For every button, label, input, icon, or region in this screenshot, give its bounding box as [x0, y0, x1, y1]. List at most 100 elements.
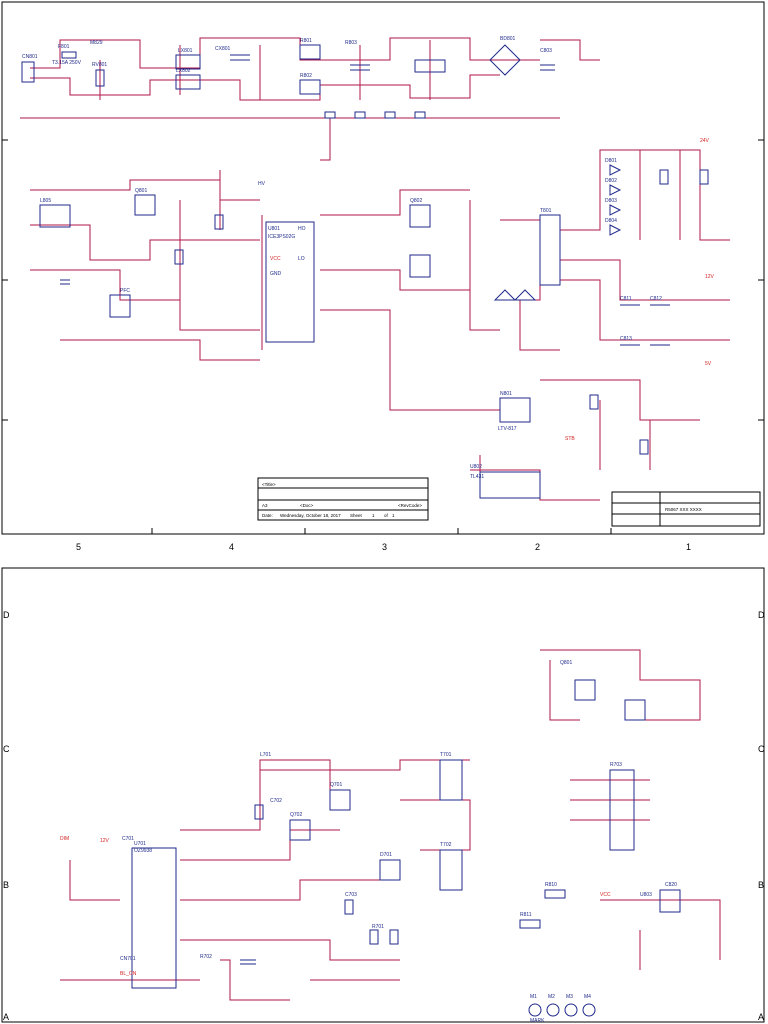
upper-component-label: C803 [540, 48, 552, 54]
row-label-b-left: B [3, 880, 9, 890]
col-label-5: 5 [76, 542, 81, 552]
connector [609, 769, 635, 851]
col-label-1: 1 [686, 542, 691, 552]
lower-component-label: R810 [545, 882, 557, 888]
upper-component-label: U801 [268, 226, 280, 232]
upper-component-label: D801 [605, 158, 617, 164]
tb-rev: <RevCode> [398, 503, 422, 508]
row-label-d-left: D [3, 610, 10, 620]
title-block [257, 477, 761, 527]
transformer-1 [439, 759, 463, 801]
lower-component-label: U803 [640, 892, 652, 898]
upper-component-label: HV [258, 181, 266, 187]
upper-component-label: CX801 [215, 46, 231, 52]
upper-component-label: VCC [270, 256, 281, 262]
upper-component-label: C813 [620, 336, 632, 342]
upper-component-label: LO [298, 256, 305, 262]
lower-component-label: Q702 [290, 812, 302, 818]
upper-component-label: R803 [345, 40, 357, 46]
lower-component-label: BL_ON [120, 971, 137, 977]
upper-component-label: LTV-817 [498, 426, 517, 432]
upper-component-label: D803 [605, 198, 617, 204]
inverter-wiring [60, 759, 471, 1001]
upper-component-label: GND [270, 271, 282, 277]
upper-component-label: T801 [540, 208, 552, 214]
tb-doc: <Doc> [300, 503, 314, 508]
standby-box [479, 471, 541, 499]
lower-frame [1, 567, 765, 1023]
lower-component-label: M1 [530, 994, 537, 1000]
upper-frame [1, 1, 765, 535]
upper-component-label: LX802 [176, 68, 191, 74]
lower-component-label: DIM [60, 836, 69, 842]
upper-component-label: CN801 [22, 54, 38, 60]
lower-component-label: C701 [122, 836, 134, 842]
upper-component-label: D802 [605, 178, 617, 184]
upper-ticks [2, 139, 764, 534]
transformer-2 [439, 849, 463, 891]
tb-date: Wednesday, October 18, 2017 [280, 513, 341, 518]
row-label-b-right: B [758, 880, 764, 890]
lower-component-label: M2 [548, 994, 555, 1000]
pfc-parts [39, 194, 431, 343]
lower-component-label: OZ9938 [134, 848, 152, 854]
upper-component-label: BD801 [500, 36, 516, 42]
upper-component-label: Q801 [135, 188, 147, 194]
mains-input-parts [21, 44, 555, 119]
upper-component-label: M829 [90, 40, 103, 46]
lower-component-label: M4 [584, 994, 591, 1000]
upper-component-label: RV801 [92, 62, 107, 68]
lower-component-label: T701 [440, 752, 452, 758]
lower-component-label: Q701 [330, 782, 342, 788]
upper-component-label: Q802 [410, 198, 422, 204]
lower-component-label: U701 [134, 841, 146, 847]
upper-component-label: R802 [300, 73, 312, 79]
upper-component-label: PFC [120, 288, 130, 294]
row-label-a-left: A [3, 1012, 9, 1022]
tb-size: A3 [262, 503, 268, 508]
upper-component-label: TL431 [470, 474, 484, 480]
lower-component-label: 12V [100, 838, 110, 844]
lower-component-label: R702 [200, 954, 212, 960]
tb-of-value: 1 [392, 513, 395, 518]
tb-sheet-label: Sheet [350, 513, 363, 518]
secondary-parts [493, 164, 709, 455]
lower-component-label: C703 [345, 892, 357, 898]
lower-component-label: Q801 [560, 660, 572, 666]
col-label-4: 4 [229, 542, 234, 552]
tb-sheet-value: 1 [372, 513, 375, 518]
row-label-d-right: D [758, 610, 765, 620]
lower-component-label: VCC [600, 892, 611, 898]
upper-component-label: C812 [650, 296, 662, 302]
lower-component-label: R701 [372, 924, 384, 930]
upper-component-label: D804 [605, 218, 617, 224]
mains-input-wiring [20, 37, 600, 161]
inverter-parts [131, 759, 463, 989]
main-transformer [539, 214, 561, 286]
lower-component-label: C702 [270, 798, 282, 804]
lower-component-label: CN701 [120, 956, 136, 962]
upper-component-label: 24V [700, 138, 710, 144]
lower-component-label: R703 [610, 762, 622, 768]
lower-component-label: L701 [260, 752, 271, 758]
lower-component-label: MARK [530, 1018, 545, 1024]
tb-of-label: of [384, 513, 389, 518]
upper-component-label: STB [565, 436, 575, 442]
row-label-a-right: A [758, 1012, 764, 1022]
tb-date-label: Date: [262, 513, 273, 518]
upper-component-label: ICE3PS02G [268, 234, 295, 240]
lower-component-label: M3 [566, 994, 573, 1000]
switch-parts [519, 679, 681, 1017]
upper-component-label: LX801 [178, 48, 193, 54]
upper-component-label: T3.15A 250V [52, 60, 82, 66]
row-label-c-right: C [758, 744, 765, 754]
upper-component-label: 5V [705, 361, 712, 367]
upper-component-label: L805 [40, 198, 51, 204]
upper-component-label: 12V [705, 274, 715, 280]
upper-component-label: F801 [58, 44, 70, 50]
